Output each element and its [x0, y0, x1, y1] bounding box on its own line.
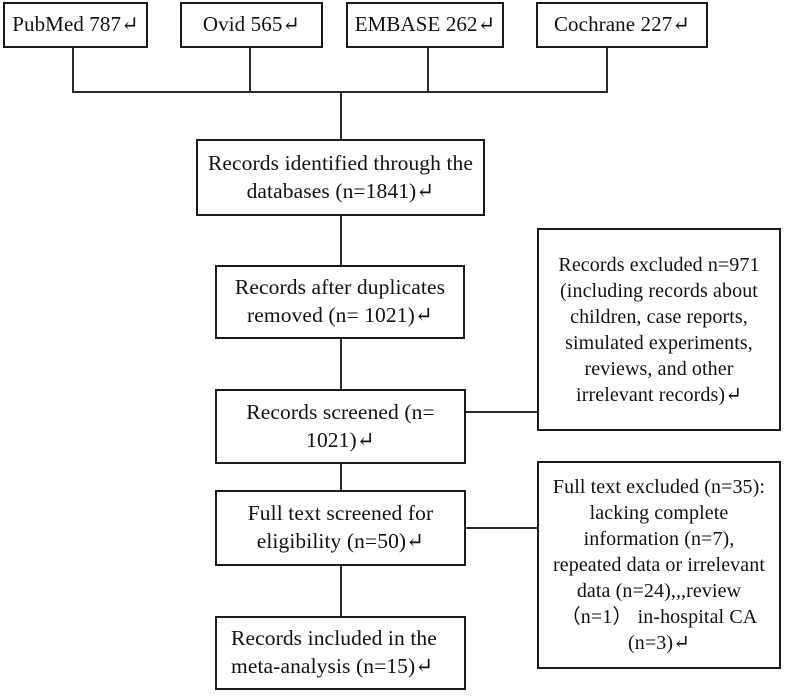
stage-label-screened: Records screened (n= 1021)↵ — [246, 399, 435, 452]
stage-box-eligibility: Full text screened for eligibility (n=50… — [215, 490, 466, 566]
stage-label-identified: Records identified through the databases… — [207, 150, 474, 203]
exclusion-box-records-excluded: Records excluded n=971 (including record… — [537, 228, 781, 431]
stage-box-included: Records included in the meta-analysis (n… — [215, 616, 466, 690]
source-label-embase: EMBASE 262↵ — [354, 12, 496, 37]
source-box-cochrane: Cochrane 227↵ — [536, 2, 708, 48]
exclusion-box-fulltext-excluded: Full text excluded (n=35): lacking compl… — [537, 461, 781, 669]
source-box-embase: EMBASE 262↵ — [346, 2, 504, 48]
stage-label-included: Records included in the meta-analysis (n… — [231, 626, 437, 678]
source-box-pubmed: PubMed 787↵ — [3, 2, 148, 48]
connector-eligibility-to-fulltext-excluded — [466, 527, 538, 529]
connector-screened-to-eligibility — [340, 464, 342, 490]
stage-label-eligibility: Full text screened for eligibility (n=50… — [247, 501, 434, 553]
connector-embase-drop — [427, 46, 429, 93]
stage-box-after-duplicates: Records after duplicates removed (n= 102… — [215, 265, 465, 339]
source-label-pubmed: PubMed 787↵ — [12, 12, 139, 37]
source-box-ovid: Ovid 565↵ — [180, 2, 323, 48]
source-label-ovid: Ovid 565↵ — [202, 12, 301, 37]
connector-after-duplicates-to-screened — [340, 339, 342, 389]
stage-label-after-duplicates: Records after duplicates removed (n= 102… — [234, 275, 446, 327]
connector-eligibility-to-included — [340, 566, 342, 616]
connector-ovid-drop — [249, 46, 251, 93]
connector-cochrane-drop — [606, 46, 608, 93]
connector-identified-to-after-duplicates — [340, 216, 342, 265]
connector-screened-to-records-excluded — [466, 411, 538, 413]
connector-manifold-to-identified — [340, 91, 342, 140]
exclusion-label-records-excluded: Records excluded n=971 (including record… — [558, 253, 760, 406]
connector-pubmed-drop — [72, 46, 74, 93]
source-label-cochrane: Cochrane 227↵ — [553, 12, 691, 37]
stage-box-identified: Records identified through the databases… — [196, 139, 485, 216]
stage-box-screened: Records screened (n= 1021)↵ — [215, 389, 466, 464]
exclusion-label-fulltext-excluded: Full text excluded (n=35): lacking compl… — [552, 476, 766, 654]
